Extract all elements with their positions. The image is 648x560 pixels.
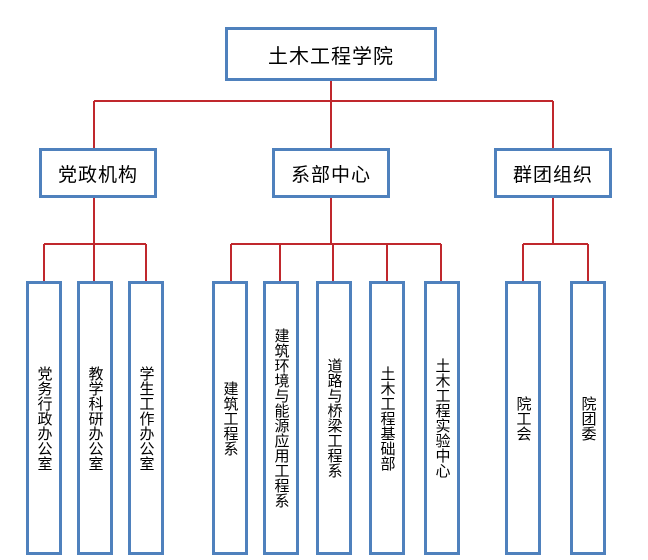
connector-branch-2 — [522, 198, 589, 281]
root-node: 土木工程学院 — [225, 27, 437, 81]
leaf-node-civil-lab-center: 土木工程实验中心 — [424, 281, 460, 555]
connector-branch-0 — [43, 198, 147, 281]
leaf-node-building-environment-energy: 建筑环境与能源应用工程系 — [263, 281, 299, 555]
leaf-node-civil-foundation: 土木工程基础部 — [369, 281, 405, 555]
leaf-node-trade-union: 院工会 — [505, 281, 541, 555]
connector-branch-1 — [230, 198, 442, 281]
leaf-node-student-affairs-office: 学生工作办公室 — [128, 281, 164, 555]
leaf-node-youth-league: 院团委 — [570, 281, 606, 555]
connector-root — [93, 81, 554, 148]
leaf-node-architectural-engineering: 建筑工程系 — [212, 281, 248, 555]
leaf-node-road-bridge: 道路与桥梁工程系 — [316, 281, 352, 555]
leaf-node-teaching-research-office: 教学科研办公室 — [77, 281, 113, 555]
branch-node-departments: 系部中心 — [272, 148, 390, 198]
branch-node-mass-organizations: 群团组织 — [494, 148, 612, 198]
branch-node-party-admin: 党政机构 — [39, 148, 157, 198]
leaf-node-party-affairs-office: 党务行政办公室 — [26, 281, 62, 555]
